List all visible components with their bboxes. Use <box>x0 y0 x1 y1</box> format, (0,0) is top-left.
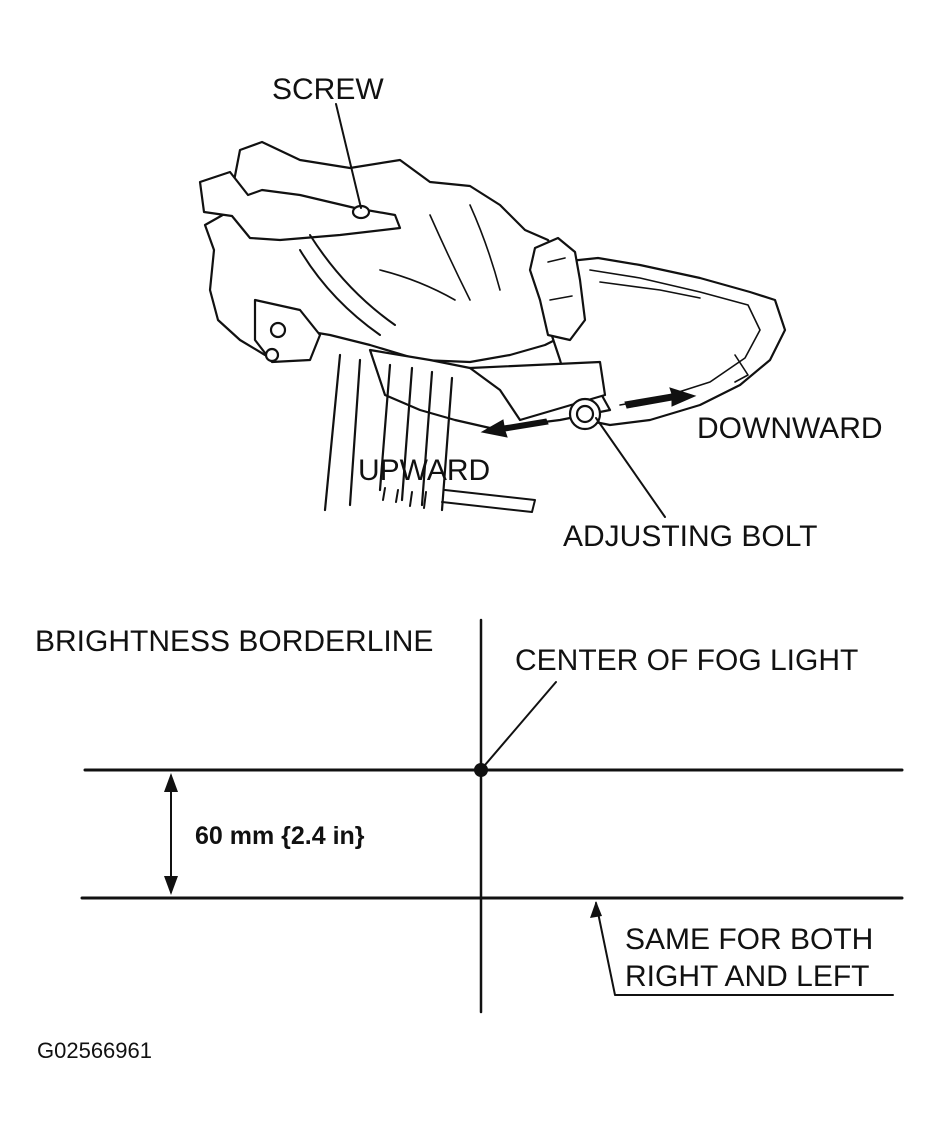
dimension-label: 60 mm {2.4 in} <box>195 822 365 850</box>
tool-blade <box>441 489 536 513</box>
aiming-diagram <box>80 618 904 1014</box>
connector <box>528 236 587 342</box>
adjusting-bolt-label: ADJUSTING BOLT <box>563 520 817 553</box>
upward-label: UPWARD <box>358 454 490 487</box>
downward-arrow <box>624 387 697 409</box>
adjuster-plate <box>468 360 607 422</box>
same-for-both-arrow <box>590 901 602 918</box>
brightness-borderline-label: BRIGHTNESS BORDERLINE <box>35 625 433 658</box>
tool-ticks <box>382 487 427 509</box>
center-of-fog-light-label: CENTER OF FOG LIGHT <box>515 644 858 677</box>
screw-leader <box>335 103 362 209</box>
fog-light-assembly <box>198 103 787 518</box>
adjusting-bolt-center <box>575 404 595 424</box>
same-for-both-label: SAME FOR BOTH <box>625 923 873 956</box>
body-band <box>299 234 396 336</box>
body-contours <box>379 204 501 301</box>
dimension-arrow-bottom <box>164 876 178 895</box>
same-for-both-leader <box>595 902 894 996</box>
figure-code: G02566961 <box>37 1038 152 1063</box>
adjusting-bolt-leader <box>595 417 666 518</box>
bracket-nub <box>264 347 280 363</box>
center-leader <box>484 681 557 766</box>
dimension-arrow-top <box>164 773 178 792</box>
bracket-hole <box>269 321 287 339</box>
upward-arrow <box>480 418 549 438</box>
screw-label: SCREW <box>272 73 384 106</box>
tool-shaft <box>323 353 454 512</box>
top-bracket <box>198 170 402 242</box>
lens-detail <box>599 281 749 383</box>
side-bracket <box>253 298 322 364</box>
downward-label: DOWNWARD <box>697 412 883 445</box>
right-and-left-label: RIGHT AND LEFT <box>625 960 869 993</box>
connector-ribs <box>547 257 573 301</box>
fog-light-center-point <box>474 763 488 777</box>
